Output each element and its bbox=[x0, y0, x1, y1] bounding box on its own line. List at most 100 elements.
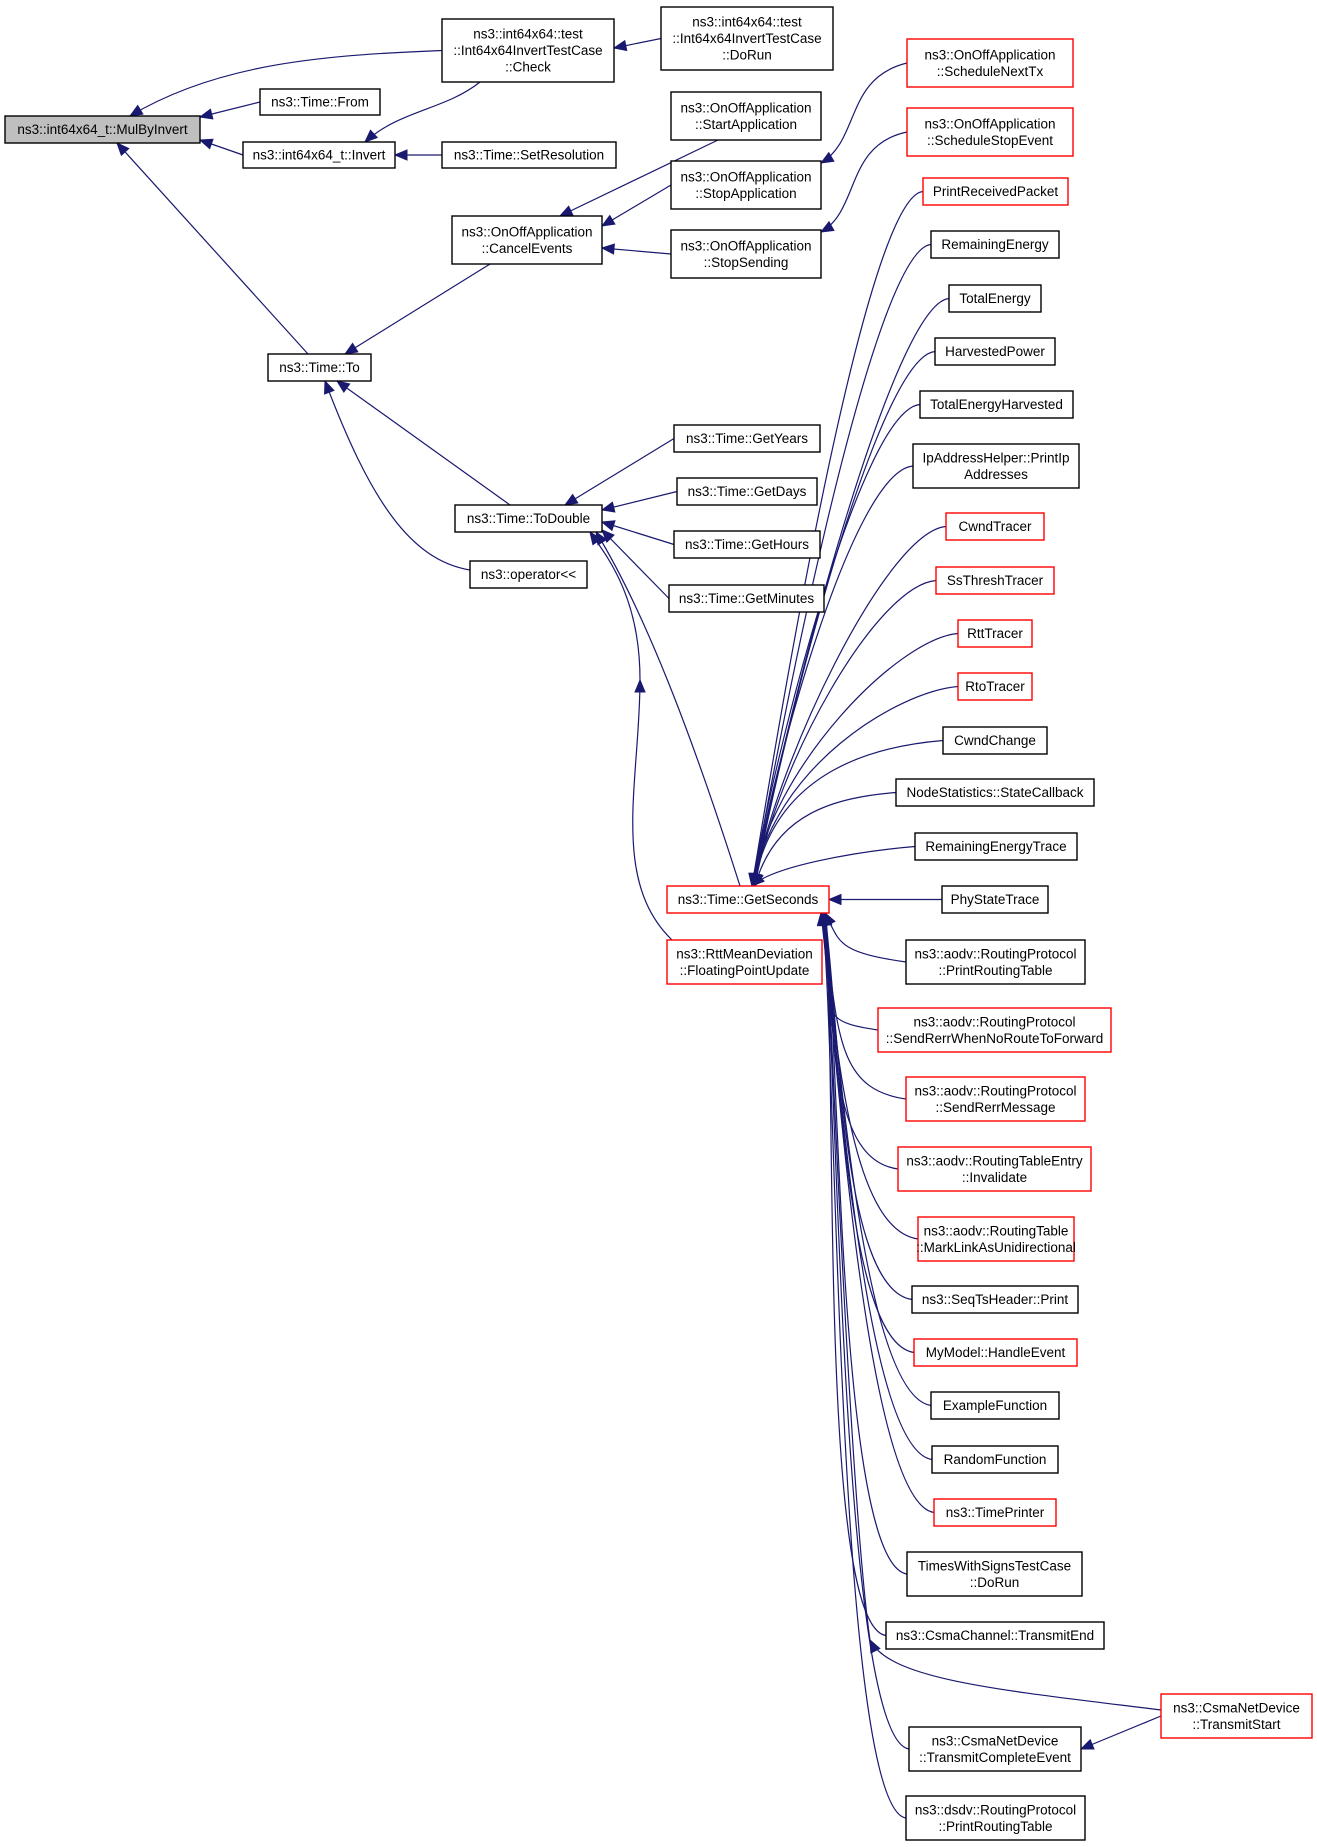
node-minutes[interactable]: ns3::Time::GetMinutes bbox=[668, 584, 825, 613]
node-dorun1[interactable]: ns3::int64x64::test::Int64x64InvertTestC… bbox=[660, 6, 834, 71]
node-label: ns3::OnOffApplication bbox=[924, 116, 1055, 131]
node-label: ns3::RttMeanDeviation bbox=[676, 946, 813, 961]
node-aodvsendrerrno[interactable]: ns3::aodv::RoutingProtocol::SendRerrWhen… bbox=[877, 1007, 1112, 1053]
node-box bbox=[942, 726, 1048, 755]
node-getseconds[interactable]: ns3::Time::GetSeconds bbox=[666, 885, 830, 914]
node-csmachan[interactable]: ns3::CsmaChannel::TransmitEnd bbox=[885, 1621, 1105, 1650]
node-remenergy[interactable]: RemainingEnergy bbox=[930, 230, 1060, 259]
node-days[interactable]: ns3::Time::GetDays bbox=[676, 477, 818, 506]
node-box bbox=[922, 177, 1069, 206]
edge-todouble-to bbox=[336, 380, 511, 506]
node-label: ns3::SeqTsHeader::Print bbox=[922, 1292, 1069, 1307]
arrowhead-rttmean-todouble-b bbox=[589, 530, 602, 546]
edge-csmastart-getseconds-b bbox=[825, 912, 871, 1641]
node-csmastart[interactable]: ns3::CsmaNetDevice::TransmitStart bbox=[1160, 1693, 1313, 1739]
node-box bbox=[931, 1445, 1059, 1474]
node-stopapp[interactable]: ns3::OnOffApplication::StopApplication bbox=[670, 160, 822, 210]
node-box bbox=[906, 1551, 1083, 1597]
node-nodestats[interactable]: NodeStatistics::StateCallback bbox=[895, 778, 1095, 807]
node-label: ns3::OnOffApplication bbox=[680, 169, 811, 184]
node-box bbox=[905, 939, 1086, 985]
node-from[interactable]: ns3::Time::From bbox=[259, 88, 381, 116]
node-rtttracer[interactable]: RttTracer bbox=[957, 619, 1033, 648]
node-label: ns3::Time::GetHours bbox=[685, 537, 809, 552]
node-rttmean[interactable]: ns3::RttMeanDeviation::FloatingPointUpda… bbox=[666, 939, 823, 985]
node-cwndtracer[interactable]: CwndTracer bbox=[945, 512, 1045, 541]
edge-from-getseconds-timessigns bbox=[824, 912, 908, 1575]
node-phystate[interactable]: PhyStateTrace bbox=[941, 885, 1049, 914]
node-setres[interactable]: ns3::Time::SetResolution bbox=[441, 141, 617, 169]
node-label: RttTracer bbox=[967, 626, 1023, 641]
node-seqts[interactable]: ns3::SeqTsHeader::Print bbox=[911, 1285, 1079, 1314]
node-mymodel[interactable]: MyModel::HandleEvent bbox=[913, 1338, 1078, 1367]
node-aodvmark[interactable]: ns3::aodv::RoutingTable::MarkLinkAsUnidi… bbox=[916, 1216, 1076, 1262]
arrowhead-csmastart-csmacomplete bbox=[1079, 1738, 1095, 1750]
node-label: RtoTracer bbox=[965, 679, 1025, 694]
edge-from-getseconds-seqts bbox=[824, 912, 913, 1301]
edge-check-mul bbox=[129, 49, 443, 117]
edge-stopapp-cancel bbox=[601, 184, 672, 227]
node-label: PhyStateTrace bbox=[951, 892, 1040, 907]
node-dsdvprint[interactable]: ns3::dsdv::RoutingProtocol::PrintRouting… bbox=[905, 1795, 1086, 1841]
node-timessigns[interactable]: TimesWithSignsTestCase::DoRun bbox=[906, 1551, 1083, 1597]
node-todouble[interactable]: ns3::Time::ToDouble bbox=[454, 504, 603, 533]
node-ssthresh[interactable]: SsThreshTracer bbox=[935, 566, 1055, 595]
edge-rttmean-todouble bbox=[632, 679, 673, 941]
node-remtrace[interactable]: RemainingEnergyTrace bbox=[914, 832, 1078, 861]
node-label: ::StartApplication bbox=[695, 117, 797, 132]
node-box bbox=[673, 530, 821, 559]
node-harvpower[interactable]: HarvestedPower bbox=[934, 337, 1056, 366]
node-box bbox=[259, 88, 381, 116]
node-label: ::ScheduleNextTx bbox=[937, 64, 1044, 79]
node-printrx[interactable]: PrintReceivedPacket bbox=[922, 177, 1069, 206]
edges-layer bbox=[116, 37, 1162, 1819]
node-box bbox=[885, 1621, 1105, 1650]
edge-to-getseconds-ipaddr bbox=[752, 465, 914, 887]
node-csmacomplete[interactable]: ns3::CsmaNetDevice::TransmitCompleteEven… bbox=[908, 1726, 1082, 1772]
node-label: ::SendRerrMessage bbox=[935, 1100, 1055, 1115]
edge-minutes-todouble bbox=[601, 529, 670, 599]
node-timeprinter[interactable]: ns3::TimePrinter bbox=[933, 1498, 1057, 1527]
edge-to-getseconds-remtrace bbox=[751, 845, 916, 887]
node-box bbox=[913, 1338, 1078, 1367]
node-label: ::CancelEvents bbox=[482, 241, 573, 256]
node-stopsend[interactable]: ns3::OnOffApplication::StopSending bbox=[670, 229, 822, 279]
node-rtotracer[interactable]: RtoTracer bbox=[957, 672, 1033, 701]
node-oper[interactable]: ns3::operator<< bbox=[469, 560, 588, 589]
node-label: ns3::int64x64_t::MulByInvert bbox=[17, 122, 188, 137]
node-to[interactable]: ns3::Time::To bbox=[267, 353, 372, 382]
node-startapp[interactable]: ns3::OnOffApplication::StartApplication bbox=[670, 91, 822, 141]
edge-oper-to bbox=[324, 380, 471, 571]
node-box bbox=[670, 91, 822, 141]
node-box bbox=[914, 832, 1078, 861]
edge-to-getseconds-printrx bbox=[751, 190, 924, 887]
node-schednext[interactable]: ns3::OnOffApplication::ScheduleNextTx bbox=[906, 38, 1074, 88]
node-cancel[interactable]: ns3::OnOffApplication::CancelEvents bbox=[451, 215, 603, 265]
node-label: CwndChange bbox=[954, 733, 1036, 748]
node-cwndchange[interactable]: CwndChange bbox=[942, 726, 1048, 755]
node-hours[interactable]: ns3::Time::GetHours bbox=[673, 530, 821, 559]
node-years[interactable]: ns3::Time::GetYears bbox=[673, 424, 821, 453]
arrowhead-csmastart-getseconds bbox=[869, 1638, 881, 1654]
node-totharv[interactable]: TotalEnergyHarvested bbox=[919, 390, 1074, 419]
node-randomfn[interactable]: RandomFunction bbox=[931, 1445, 1059, 1474]
node-label: ns3::Time::SetResolution bbox=[454, 148, 604, 163]
node-mulbyinvert[interactable]: ns3::int64x64_t::MulByInvert bbox=[4, 115, 201, 144]
edge-from-getseconds-csmacomplete bbox=[822, 912, 910, 1750]
node-label: ns3::Time::GetSeconds bbox=[678, 892, 819, 907]
node-aodvinvalidate[interactable]: ns3::aodv::RoutingTableEntry::Invalidate bbox=[897, 1146, 1092, 1192]
node-label: NodeStatistics::StateCallback bbox=[906, 785, 1083, 800]
node-check[interactable]: ns3::int64x64::test::Int64x64InvertTestC… bbox=[441, 18, 615, 83]
node-schedstop[interactable]: ns3::OnOffApplication::ScheduleStopEvent bbox=[906, 107, 1074, 157]
node-examplefn[interactable]: ExampleFunction bbox=[930, 1391, 1060, 1420]
node-box bbox=[930, 1391, 1060, 1420]
node-label: ::Int64x64InvertTestCase bbox=[453, 43, 602, 58]
node-aodvsendrerr[interactable]: ns3::aodv::RoutingProtocol::SendRerrMess… bbox=[905, 1076, 1086, 1122]
node-aodvprint[interactable]: ns3::aodv::RoutingProtocol::PrintRouting… bbox=[905, 939, 1086, 985]
node-box bbox=[912, 443, 1080, 489]
node-invert[interactable]: ns3::int64x64_t::Invert bbox=[242, 141, 396, 169]
node-totenergy[interactable]: TotalEnergy bbox=[948, 284, 1042, 313]
node-label: ::SendRerrWhenNoRouteToForward bbox=[886, 1031, 1104, 1046]
